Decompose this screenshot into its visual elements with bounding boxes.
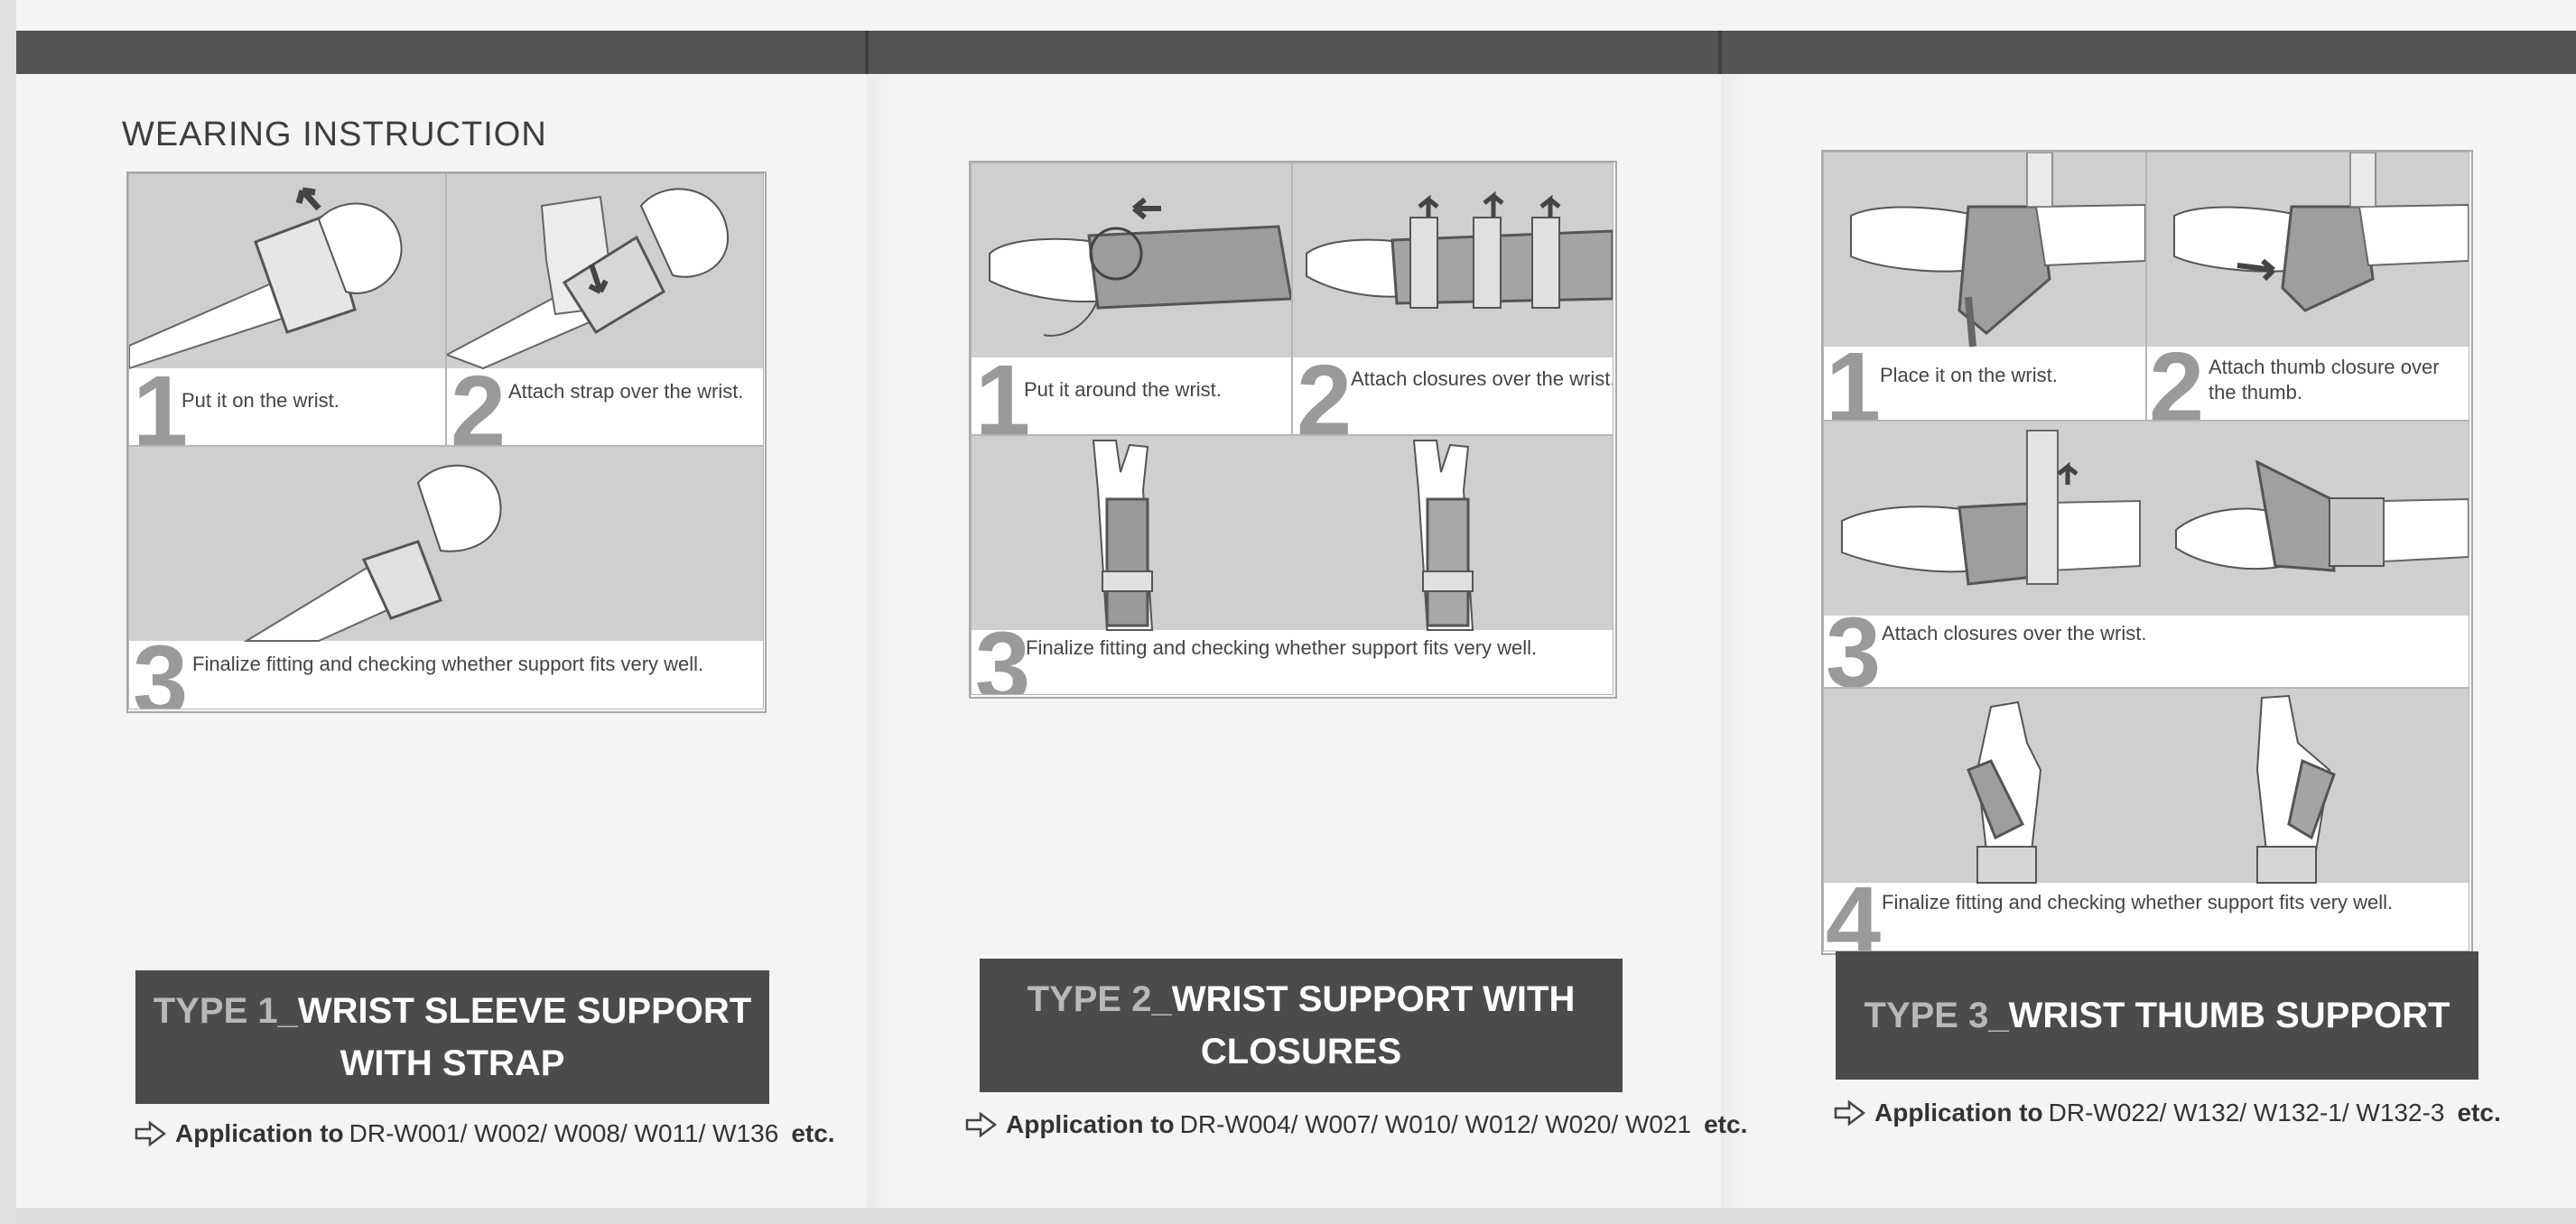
fold-shadow [1721,74,1746,1208]
step-number: 1 [133,356,189,446]
type2-step2-panel: 2 Attach closures over the wrist. [1292,162,1613,435]
type-title-line2: WITH STRAP [339,1043,565,1083]
type-prefix: TYPE 2_ [1027,979,1172,1019]
type3-title-panel: TYPE 3_WRIST THUMB SUPPORT [1836,951,2478,1080]
fold-shadow [867,74,892,1208]
type2-title-panel: TYPE 2_WRIST SUPPORT WITH CLOSURES [980,959,1623,1092]
closures-attach-illustration [1306,190,1613,309]
application-models: DR-W001/ W002/ W008/ W011/ W136 [349,1119,779,1147]
top-color-bar [16,31,2576,74]
step-number: 2 [2149,332,2205,421]
application-etc: etc. [791,1119,835,1147]
step-number: 3 [133,626,189,709]
step-text: Put it on the wrist. [181,389,339,412]
arrow-right-outline-icon [965,1111,998,1138]
arrow-right-outline-icon [135,1120,167,1147]
type1-instruction-grid: 1 Put it on the wrist. 2 Attach strap ov… [126,172,767,713]
step-text: Attach closures over the wrist. [1882,622,2147,644]
step-number: 3 [975,612,1031,695]
type3-application-line: Application to DR-W022/ W132/ W132-1/ W1… [1833,1099,2501,1127]
type-title-line2: CLOSURES [1200,1032,1402,1071]
wrist-sleeve-illustration [129,187,403,370]
application-models: DR-W022/ W132/ W132-1/ W132-3 [2048,1099,2445,1127]
paper-edge-bottom [16,1208,2576,1224]
fold-divider [1718,31,1722,74]
step-text: Place it on the wrist. [1880,364,2058,386]
thumb-closure-illustration [2173,153,2469,312]
wrist-strap-illustration [447,188,730,370]
type3-step3-panel: 3 Attach closures over the wrist. [1823,421,2469,688]
type1-title-panel: TYPE 1_WRIST SLEEVE SUPPORT WITH STRAP [135,970,769,1104]
type2-step3-panel: 3 Finalize fitting and checking whether … [971,435,1613,695]
type1-application-line: Application to DR-W001/ W002/ W008/ W011… [134,1119,835,1148]
fitted-sleeve-illustration [243,464,502,642]
type-title-line1: WRIST THUMB SUPPORT [2008,996,2450,1035]
step-text: Attach closures over the wrist. [1351,367,1613,390]
step-text: Finalize fitting and checking whether su… [1882,891,2394,913]
paper-edge-left [0,0,16,1224]
fold-divider [865,31,869,74]
step-text: Finalize fitting and checking whether su… [1026,636,1538,659]
type3-step4-panel: 4 Finalize fitting and checking whether … [1823,688,2469,951]
type2-instruction-grid: 1 Put it around the wrist. 2 Attach clos… [969,161,1617,699]
thumb-fitted-illustration [1967,694,2336,884]
type3-step1-panel: 1 Place it on the wrist. [1823,152,2146,421]
application-label: Application to [1006,1110,1175,1138]
step-text: Attach strap over the wrist. [508,380,744,403]
thumb-wrist-closures-illustration [1841,430,2469,586]
application-etc: etc. [2457,1099,2501,1127]
step-text: Attach thumb closure over the thumb. [2209,356,2440,403]
type3-instruction-grid: 1 Place it on the wrist. 2 Attach thumb … [1821,150,2473,955]
type2-application-line: Application to DR-W004/ W007/ W010/ W012… [964,1110,1747,1139]
type-title-line1: WRIST SLEEVE SUPPORT [297,991,752,1031]
step-number: 2 [451,356,507,446]
step-text: Put it around the wrist. [1024,378,1222,401]
application-etc: etc. [1704,1110,1748,1138]
step-number: 1 [1826,332,1882,421]
wrist-support-closures-illustration [989,197,1291,337]
type1-step2-panel: 2 Attach strap over the wrist. [446,173,764,446]
type-title-line1: WRIST SUPPORT WITH [1171,979,1576,1019]
application-label: Application to [175,1119,344,1147]
type-prefix: TYPE 3_ [1864,996,2009,1035]
step-number: 2 [1297,345,1353,435]
type1-step3-panel: 3 Finalize fitting and checking whether … [128,446,764,709]
type1-step1-panel: 1 Put it on the wrist. [128,173,446,446]
type-prefix: TYPE 1_ [153,991,298,1031]
fitted-support-illustration [1092,440,1474,631]
step-text: Finalize fitting and checking whether su… [192,653,704,675]
thumb-support-place-illustration [1850,153,2145,348]
step-number: 4 [1826,867,1882,951]
arrow-right-outline-icon [1834,1099,1866,1127]
page-title: WEARING INSTRUCTION [122,116,547,153]
step-number: 3 [1826,598,1882,688]
application-models: DR-W004/ W007/ W010/ W012/ W020/ W021 [1179,1110,1692,1138]
step-number: 1 [975,345,1031,435]
type3-step2-panel: 2 Attach thumb closure over the thumb. [2146,152,2469,421]
type2-step1-panel: 1 Put it around the wrist. [971,162,1292,435]
application-label: Application to [1874,1099,2043,1127]
